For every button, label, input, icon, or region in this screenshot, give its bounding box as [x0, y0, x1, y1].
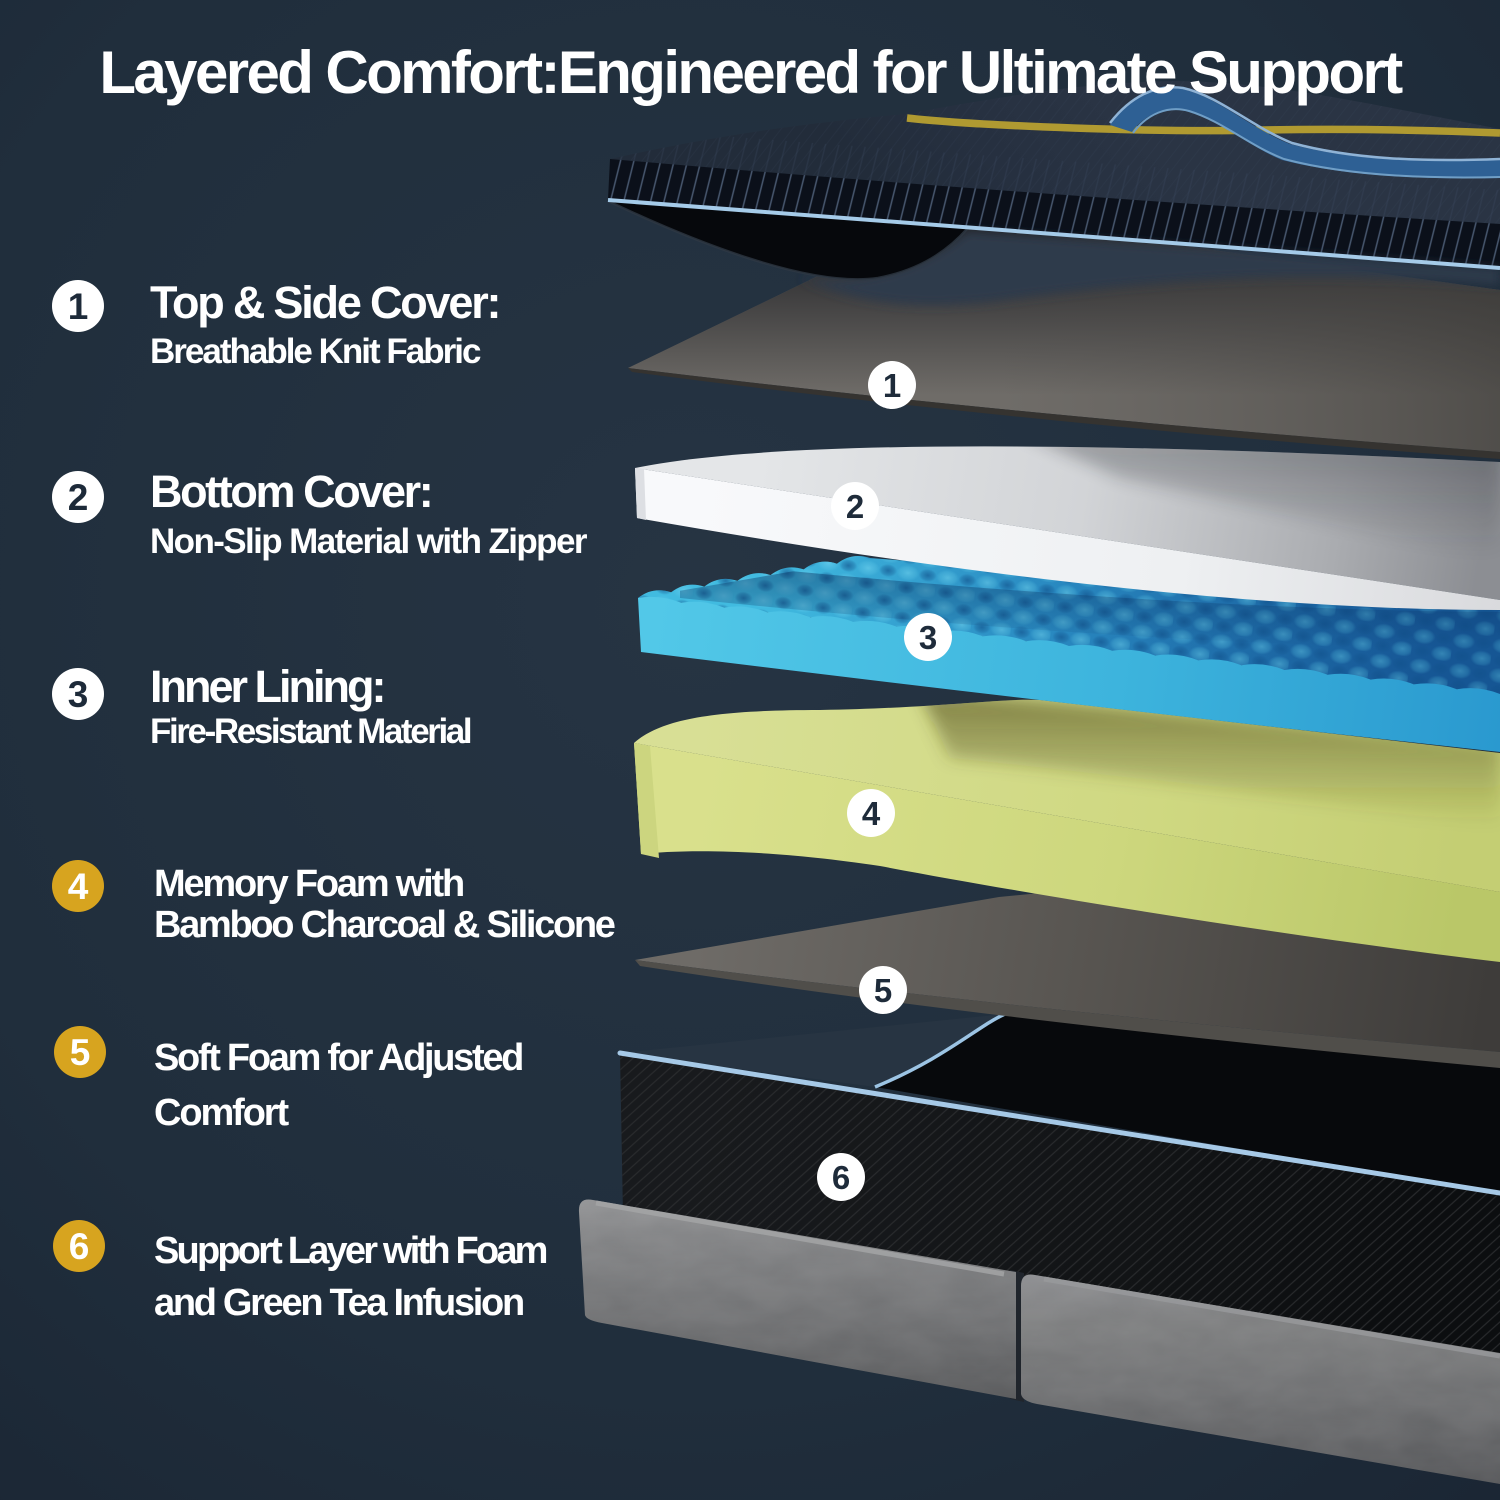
svg-text:Inner Lining:: Inner Lining: — [150, 661, 383, 712]
svg-text:Layered Comfort:Engineered for: Layered Comfort:Engineered for Ultimate … — [99, 39, 1403, 106]
svg-text:3: 3 — [68, 674, 89, 715]
svg-text:Comfort: Comfort — [154, 1092, 289, 1134]
svg-text:5: 5 — [874, 972, 892, 1009]
svg-text:6: 6 — [69, 1226, 90, 1267]
svg-text:Soft Foam for Adjusted: Soft Foam for Adjusted — [154, 1037, 522, 1079]
svg-text:4: 4 — [68, 866, 89, 907]
svg-text:2: 2 — [846, 488, 864, 525]
svg-text:Bamboo Charcoal & Silicone: Bamboo Charcoal & Silicone — [154, 904, 615, 946]
svg-text:2: 2 — [68, 477, 89, 518]
svg-text:4: 4 — [862, 795, 881, 832]
svg-text:Fire-Resistant Material: Fire-Resistant Material — [150, 712, 471, 751]
svg-text:and Green Tea Infusion: and Green Tea Infusion — [154, 1282, 523, 1324]
svg-text:1: 1 — [883, 367, 901, 404]
svg-text:Top & Side Cover:: Top & Side Cover: — [150, 277, 499, 328]
svg-text:6: 6 — [832, 1159, 850, 1196]
svg-text:Bottom Cover:: Bottom Cover: — [150, 466, 431, 517]
svg-text:Non-Slip Material with Zipper: Non-Slip Material with Zipper — [150, 522, 588, 561]
svg-text:3: 3 — [919, 619, 937, 656]
svg-text:5: 5 — [70, 1032, 91, 1073]
svg-text:Memory Foam with: Memory Foam with — [154, 863, 463, 905]
svg-text:1: 1 — [68, 286, 89, 327]
svg-text:Support Layer with Foam: Support Layer with Foam — [154, 1230, 547, 1272]
svg-text:Breathable Knit Fabric: Breathable Knit Fabric — [150, 332, 481, 371]
